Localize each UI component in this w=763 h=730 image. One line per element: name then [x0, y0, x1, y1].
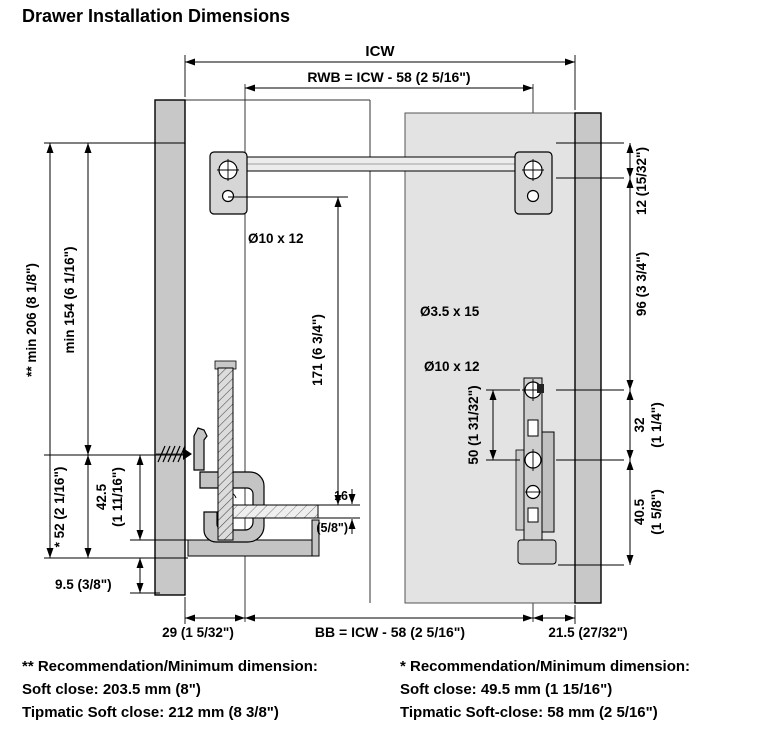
page-title: Drawer Installation Dimensions — [22, 6, 290, 26]
dim-21-5-label: 21.5 (27/32") — [548, 625, 627, 640]
footnote-right-line2: Tipmatic Soft-close: 58 mm (2 5/16") — [400, 704, 658, 721]
rail-slot-low — [527, 507, 539, 523]
bracket-hole-small — [526, 189, 540, 203]
footnote-left: ** Recommendation/Minimum dimension: Sof… — [22, 658, 318, 721]
dim-min206-label: ** min 206 (8 1/8") — [24, 263, 39, 377]
dim-52-label: * 52 (2 1/16") — [52, 467, 67, 548]
bracket-hole-small — [221, 189, 235, 203]
hole-label-right-a: Ø3.5 x 15 — [420, 304, 480, 319]
dimension-lines — [46, 58, 634, 622]
right-cabinet-panel — [574, 112, 602, 604]
dim-16-inch-label: (5/8") — [316, 521, 348, 535]
drawer-bottom-cross-section — [232, 504, 319, 519]
drawer-back-cross-section — [214, 360, 237, 541]
front-rail-assembly — [515, 377, 557, 565]
footnote-left-line1: Soft close: 203.5 mm (8") — [22, 681, 201, 698]
dim-rwb-label: RWB = ICW - 58 (2 5/16") — [307, 69, 470, 85]
dim-16-label: 16 — [334, 489, 348, 503]
footnote-right-line1: Soft close: 49.5 mm (1 15/16") — [400, 681, 612, 698]
dim-40-5-label: 40.5 — [632, 498, 647, 525]
dim-50-label: 50 (1 31/32") — [466, 385, 481, 464]
rear-mounting-bracket-right — [514, 151, 553, 215]
rear-mounting-bracket-left — [209, 151, 248, 215]
dim-32-label: 32 — [632, 417, 647, 432]
hole-label-right-b: Ø10 x 12 — [424, 359, 480, 374]
top-rail — [246, 156, 516, 172]
dim-9-5-label: 9.5 (3/8") — [55, 577, 112, 592]
dim-icw-label: ICW — [365, 43, 395, 60]
hole-label-left: Ø10 x 12 — [248, 231, 304, 246]
rail-slot — [527, 419, 539, 437]
dim-min154-label: min 154 (6 1/16") — [62, 247, 77, 354]
dim-96-label: 96 (3 3/4") — [634, 252, 649, 316]
dim-40-5-inch-label: (1 5/8") — [649, 489, 664, 534]
footnote-left-line2: Tipmatic Soft close: 212 mm (8 3/8") — [22, 704, 279, 721]
mounting-screw-icon — [156, 445, 192, 463]
dim-42-5-label: 42.5 — [94, 483, 109, 510]
dim-29-label: 29 (1 5/32") — [162, 625, 234, 640]
drawer-slide-profile — [187, 427, 320, 557]
dim-12-label: 12 (15/32") — [634, 147, 649, 215]
footnote-right: * Recommendation/Minimum dimension: Soft… — [400, 658, 690, 721]
extension-ticks — [44, 55, 624, 624]
dim-32-inch-label: (1 1/4") — [649, 402, 664, 447]
dim-bb-label: BB = ICW - 58 (2 5/16") — [315, 624, 465, 640]
dim-42-5-inch-label: (1 11/16") — [110, 467, 125, 527]
footnote-right-heading: * Recommendation/Minimum dimension: — [400, 658, 690, 675]
dim-171-label: 171 (6 3/4") — [310, 314, 325, 386]
footnote-left-heading: ** Recommendation/Minimum dimension: — [22, 658, 318, 675]
left-cabinet-panel — [154, 99, 186, 596]
